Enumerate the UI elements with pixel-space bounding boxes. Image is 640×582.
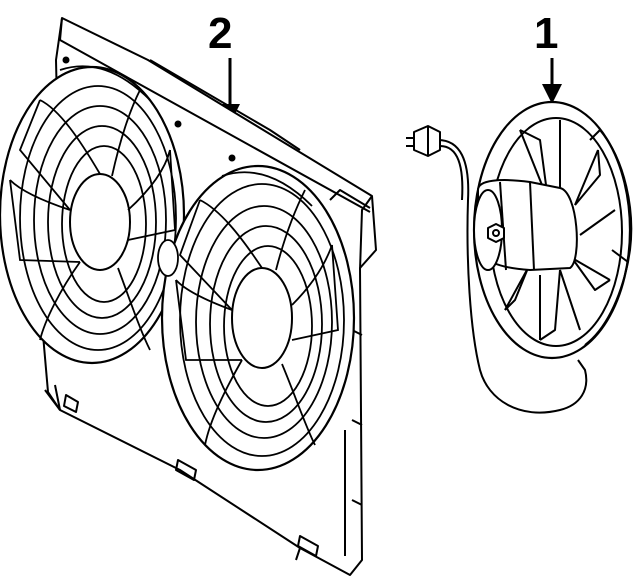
center-mount xyxy=(157,239,179,277)
fan-motor-assembly xyxy=(406,100,633,414)
callout-number-2: 2 xyxy=(208,9,233,58)
motor-wire xyxy=(437,139,588,414)
left-fan xyxy=(0,65,186,365)
right-fan xyxy=(160,164,356,472)
leader-arrow-1 xyxy=(542,58,562,104)
callout-number-1: 1 xyxy=(534,9,559,58)
